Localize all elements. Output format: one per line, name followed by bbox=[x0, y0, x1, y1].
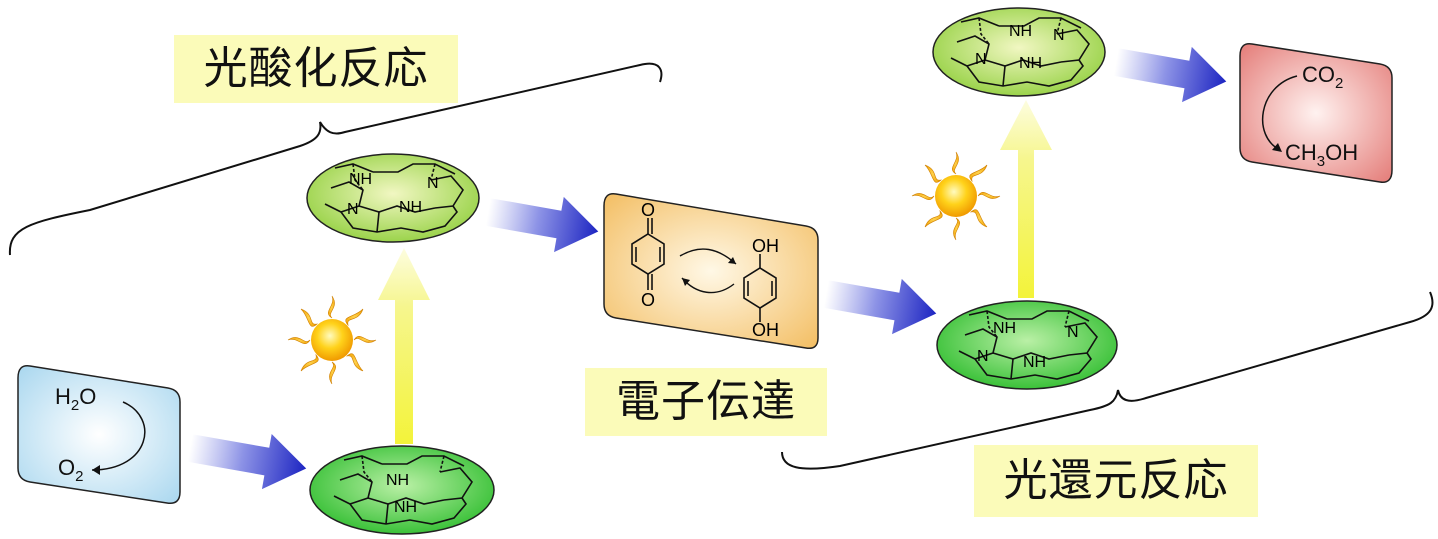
brace-photoreduction bbox=[781, 291, 1434, 470]
porphyrin-excited-1: NH N N NH bbox=[306, 153, 480, 243]
blue-arrow-1 bbox=[187, 433, 307, 490]
quinone-box: O O OH OH bbox=[603, 193, 819, 350]
brace-photooxidation bbox=[8, 62, 663, 256]
svg-text:O2: O2 bbox=[58, 455, 83, 485]
hydroquinone-oh-top: OH bbox=[752, 236, 779, 256]
methanol-label: CH bbox=[1285, 140, 1317, 165]
blue-arrow-2 bbox=[485, 196, 599, 253]
co2-cycle-arrow bbox=[1261, 75, 1298, 151]
sun-icon-2 bbox=[911, 151, 1001, 241]
co2-label: CO bbox=[1302, 62, 1335, 87]
svg-text:H2O: H2O bbox=[55, 384, 96, 414]
svg-text:NH: NH bbox=[386, 472, 409, 489]
svg-text:NH: NH bbox=[349, 171, 372, 188]
svg-text:N: N bbox=[427, 175, 439, 192]
yellow-arrow-2 bbox=[1000, 100, 1052, 298]
hydroquinone-oh-bottom: OH bbox=[752, 320, 779, 340]
svg-text:NH: NH bbox=[394, 499, 417, 516]
svg-text:NH: NH bbox=[993, 320, 1016, 337]
porphyrin-excited-2: NH N N NH bbox=[932, 7, 1106, 97]
quinone-o-top: O bbox=[641, 200, 655, 220]
label-photoreduction: 光還元反応 bbox=[974, 445, 1258, 517]
blue-arrow-3 bbox=[823, 278, 937, 335]
co2-reduction-box: CO2 CH3OH bbox=[1239, 43, 1393, 183]
svg-text:N: N bbox=[1067, 324, 1079, 341]
water-cycle-arrow bbox=[91, 401, 146, 471]
water-h: H bbox=[55, 384, 71, 409]
water-oxidation-box: H2O O2 bbox=[17, 365, 181, 505]
label-electron-transfer: 電子伝達 bbox=[585, 368, 827, 436]
porphyrin-ground-1: NH NH bbox=[309, 445, 495, 535]
svg-text:CH3OH: CH3OH bbox=[1285, 140, 1358, 170]
quinone-o-bottom: O bbox=[641, 290, 655, 310]
svg-text:NH: NH bbox=[399, 199, 422, 216]
blue-arrow-4 bbox=[1113, 46, 1227, 103]
svg-text:NH: NH bbox=[1009, 23, 1032, 40]
label-photooxidation: 光酸化反応 bbox=[174, 35, 458, 103]
oxygen-label: O bbox=[58, 455, 75, 480]
svg-text:NH: NH bbox=[1019, 55, 1042, 72]
svg-text:N: N bbox=[1053, 27, 1065, 44]
sun-icon bbox=[287, 295, 377, 385]
svg-text:N: N bbox=[975, 51, 987, 68]
svg-text:CO2: CO2 bbox=[1302, 62, 1343, 92]
svg-text:NH: NH bbox=[1023, 354, 1046, 371]
svg-text:N: N bbox=[977, 348, 989, 365]
svg-text:N: N bbox=[347, 201, 359, 218]
yellow-arrow-1 bbox=[378, 248, 430, 444]
porphyrin-ground-2: NH N N NH bbox=[936, 300, 1118, 390]
